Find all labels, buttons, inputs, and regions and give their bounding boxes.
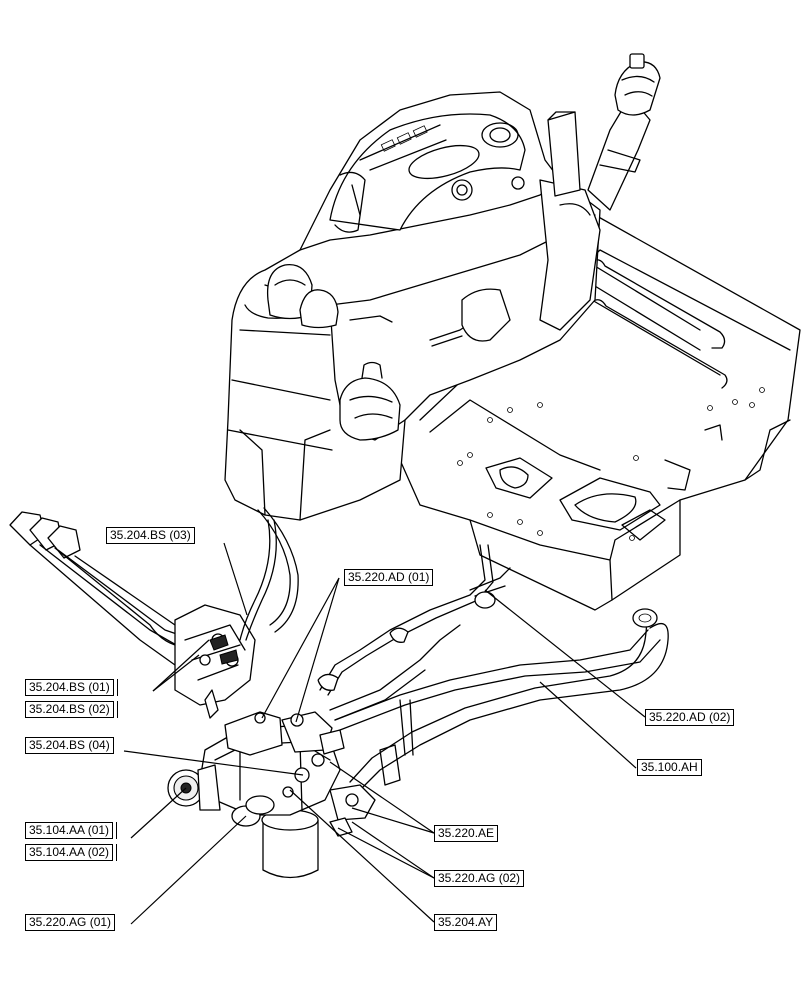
callout-35-104-aa-02[interactable]: 35.104.AA (02) [25,844,118,861]
callout-35-220-ad-01[interactable]: 35.220.AD (01) [344,569,434,586]
hydraulic-hoses [239,507,669,791]
callout-35-220-ag-01[interactable]: 35.220.AG (01) [25,914,116,931]
callout-35-220-ad-02[interactable]: 35.220.AD (02) [645,709,735,726]
steering-lever [587,53,661,211]
callout-35-204-bs-03[interactable]: 35.204.BS (03) [106,527,195,544]
callout-35-220-ag-02[interactable]: 35.220.AG (02) [434,870,525,887]
operator-console [224,91,601,521]
callout-35-204-bs-04[interactable]: 35.204.BS (04) [25,737,114,754]
callout-35-100-ah[interactable]: 35.100.AH [637,759,702,776]
floor-plate [399,214,801,611]
callout-35-220-ae[interactable]: 35.220.AE [434,825,499,842]
callout-35-204-ay[interactable]: 35.204.AY [434,914,498,931]
callout-35-104-aa-01[interactable]: 35.104.AA (01) [25,822,118,839]
leader-lines [123,542,646,925]
callout-35-204-bs-02[interactable]: 35.204.BS (02) [25,701,118,718]
pump-assembly [167,711,376,879]
callout-35-204-bs-01[interactable]: 35.204.BS (01) [25,679,118,696]
control-lever-bank [9,511,256,719]
